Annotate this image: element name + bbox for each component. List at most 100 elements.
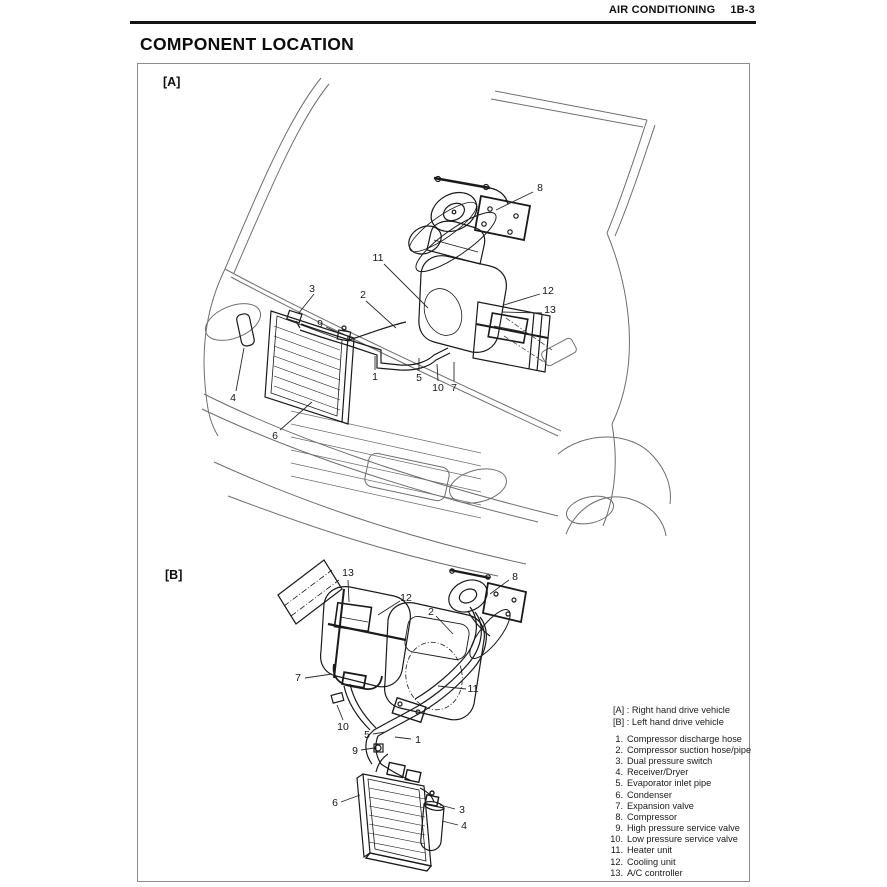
figure-legend: [A] : Right hand drive vehicle [B] : Lef… [608,704,753,879]
legend-item-label: Receiver/Dryer [627,767,689,778]
callout-number: 4 [461,819,467,832]
legend-item-number: 12. [610,856,623,867]
receiver-dryer-a [236,313,255,347]
header-section: AIR CONDITIONING [608,4,716,16]
legend-item-number: 1. [615,733,623,744]
legend-item-number: 13. [610,867,623,878]
dual-pressure-switch-b [424,790,440,807]
callout-number: 5 [364,728,370,741]
legend-item-label: Low pressure service valve [627,834,738,845]
legend-item-number: 11. [610,845,623,856]
callout-number: 11 [467,682,479,695]
legend-item-label: Evaporator inlet pipe [627,778,712,789]
legend-note-b: [B] : Left hand drive vehicle [613,717,724,728]
diagram-b-label: [B] [165,568,183,582]
callout-number: 5 [416,371,422,384]
legend-item-label: Compressor discharge hose [627,733,742,744]
callout-number: 9 [352,744,358,757]
callout-number: 1 [415,733,421,746]
legend-item: 1. Compressor discharge hose [608,734,753,745]
legend-item-label: Cooling unit [627,856,676,867]
legend-item-label: A/C controller [627,867,683,878]
callout-number: 4 [230,391,236,404]
grille-slats [290,410,482,519]
license-plate-recess [364,452,450,502]
drive-belt-a [415,211,497,273]
callout-number: 2 [428,605,434,618]
legend-item-number: 9. [615,823,623,834]
expansion-valve-b [332,663,383,690]
page-title: COMPONENT LOCATION [140,34,355,54]
callout-number: 8 [512,570,518,583]
legend-item-number: 6. [615,789,623,800]
dual-pressure-switch-a [285,309,303,329]
callout-number: 3 [459,803,465,816]
diagram-b-leader-lines [304,579,510,826]
legend-item-label: Expansion valve [627,800,694,811]
legend-item: 9. High pressure service valve [608,823,753,834]
legend-item-number: 7. [615,800,623,811]
legend-item: 5. Evaporator inlet pipe [608,778,753,789]
callout-number: 9 [317,317,323,330]
hp-service-valve-a [336,325,352,342]
header-rule [130,21,756,24]
header-page-number: 1B-3 [730,4,755,16]
receiver-dryer-b [419,787,445,852]
legend-item: 12. Cooling unit [608,857,753,868]
callout-number: 6 [272,429,278,442]
callout-number: 13 [544,303,556,316]
legend-item: 10. Low pressure service valve [608,834,753,845]
compressor-a [408,175,532,273]
legend-item-number: 8. [615,811,623,822]
legend-item-number: 10. [610,834,623,845]
legend-item-number: 3. [615,756,623,767]
air-duct-b [277,559,343,625]
legend-item-number: 2. [615,744,623,755]
legend-item: 2. Compressor suction hose/pipe [608,745,753,756]
heater-unit-a [418,220,507,353]
diagram-a-components [236,175,553,425]
callout-number: 3 [309,282,315,295]
figure-box: [A] [B] [137,63,753,882]
callout-number: 6 [332,796,338,809]
callout-number: 7 [295,671,301,684]
legend-item-number: 4. [615,767,623,778]
legend-item: 6. Condenser [608,790,753,801]
callout-number: 10 [432,381,444,394]
callout-number: 8 [537,181,543,194]
legend-item-label: Compressor suction hose/pipe [627,744,752,755]
callout-number: 2 [360,288,366,301]
legend-item-label: Dual pressure switch [627,756,713,767]
ac-controller-a [487,312,529,344]
ac-pipes-a [299,321,451,371]
callout-number: 7 [451,381,457,394]
dash-vent [541,337,577,367]
headlamp [204,303,262,341]
legend-item-label: Heater unit [627,845,672,856]
callout-number: 13 [342,566,354,579]
compressor-b [448,568,528,659]
callout-number: 12 [400,591,412,604]
component-location-line-art [201,77,671,872]
callout-number: 10 [337,720,349,733]
legend-item: 8.Compressor [608,812,753,823]
diagram-a-label: [A] [163,75,181,89]
fog-lamp [449,468,507,504]
legend-item: 13. A/C controller [608,868,753,879]
legend-item: 4. Receiver/Dryer [608,767,753,778]
legend-item: 3. Dual pressure switch [608,756,753,767]
page-header: AIR CONDITIONING 1B-3 [609,4,755,16]
diagram-b-components [277,559,528,872]
legend-item-label: High pressure service valve [627,823,740,834]
callout-number: 11 [372,251,384,264]
lp-service-valve-b [330,691,345,704]
legend-note-a: [A] : Right hand drive vehicle [613,705,730,715]
legend-item-label: Condenser [627,789,672,800]
condenser-a [264,310,355,425]
ac-controller-b [333,601,373,633]
cooling-unit-a [472,301,551,373]
condenser-b [356,753,433,872]
callout-number: 1 [372,370,378,383]
legend-item-number: 5. [615,778,623,789]
